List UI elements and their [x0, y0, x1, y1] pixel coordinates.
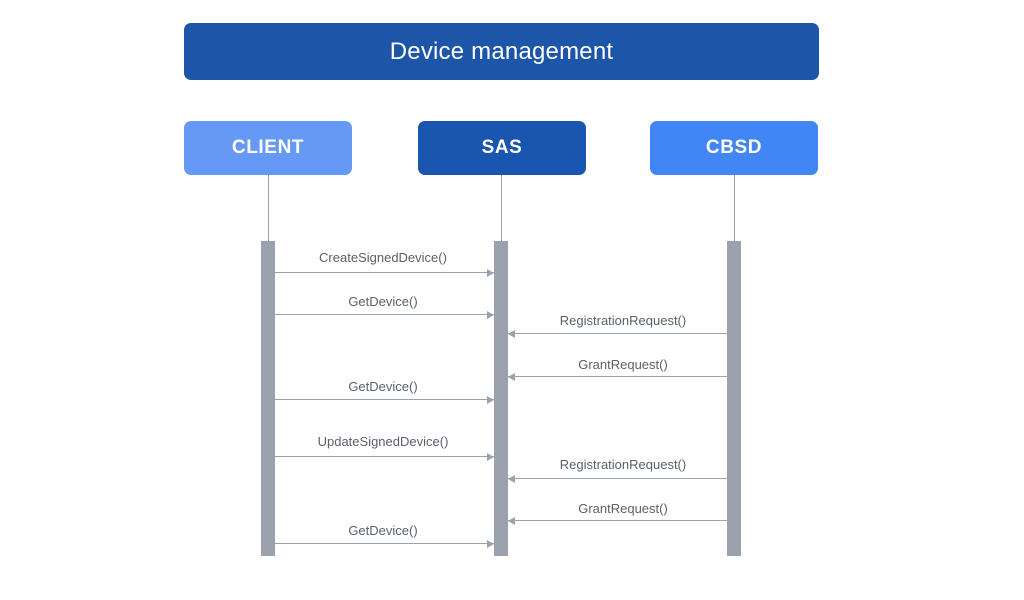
activation-bar-cbsd	[727, 241, 741, 556]
message-line-6	[508, 478, 727, 479]
activation-bar-client	[261, 241, 275, 556]
message-line-2	[508, 333, 727, 334]
actor-label-sas: SAS	[481, 137, 523, 158]
message-line-7	[508, 520, 727, 521]
message-line-5	[275, 456, 494, 457]
message-label-5: UpdateSignedDevice()	[317, 434, 449, 449]
message-label-2: RegistrationRequest()	[559, 313, 687, 328]
message-label-8: GetDevice()	[348, 523, 418, 538]
actor-label-cbsd: CBSD	[705, 137, 763, 158]
message-label-6: RegistrationRequest()	[559, 457, 687, 472]
actor-label-client: CLIENT	[231, 137, 305, 158]
page-title: Device management	[389, 37, 614, 65]
message-arrowhead-right-0	[487, 268, 494, 277]
message-arrowhead-right-4	[487, 395, 494, 404]
message-line-3	[508, 376, 727, 377]
actor-header-client[interactable]: CLIENT	[184, 121, 352, 175]
message-label-1: GetDevice()	[348, 294, 418, 309]
message-label-4: GetDevice()	[348, 379, 418, 394]
diagram-title-banner: Device management	[184, 23, 819, 80]
actor-header-cbsd[interactable]: CBSD	[650, 121, 818, 175]
message-arrowhead-left-2	[508, 329, 515, 338]
message-label-0: CreateSignedDevice()	[319, 250, 447, 265]
message-arrowhead-right-8	[487, 539, 494, 548]
message-arrowhead-left-7	[508, 516, 515, 525]
lifeline-cbsd	[734, 175, 735, 241]
message-line-1	[275, 314, 494, 315]
actor-header-sas[interactable]: SAS	[418, 121, 586, 175]
lifeline-sas	[501, 175, 502, 241]
lifeline-client	[268, 175, 269, 241]
message-line-8	[275, 543, 494, 544]
message-line-4	[275, 399, 494, 400]
message-label-3: GrantRequest()	[578, 357, 668, 372]
message-label-7: GrantRequest()	[578, 501, 668, 516]
message-arrowhead-left-6	[508, 474, 515, 483]
message-arrowhead-right-5	[487, 452, 494, 461]
message-arrowhead-right-1	[487, 310, 494, 319]
message-arrowhead-left-3	[508, 372, 515, 381]
activation-bar-sas	[494, 241, 508, 556]
message-line-0	[275, 272, 494, 273]
